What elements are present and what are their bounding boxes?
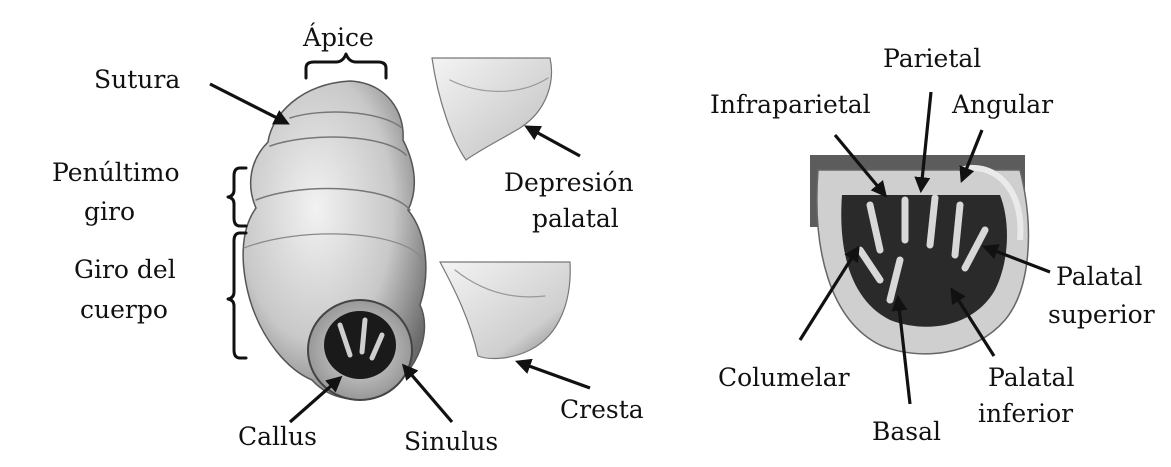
- aperture-closeup-image: [810, 155, 1028, 354]
- cresta-arrow: [518, 362, 590, 388]
- label-penultimo-2: giro: [84, 197, 135, 226]
- label-angular: Angular: [951, 90, 1053, 119]
- label-palatal-inferior-2: inferior: [978, 399, 1073, 428]
- depresion-arrow: [527, 127, 580, 156]
- sinulus-arrow: [404, 366, 452, 422]
- label-columelar: Columelar: [718, 363, 850, 392]
- label-depresion-1: Depresión: [504, 168, 634, 197]
- label-sinulus: Sinulus: [404, 427, 498, 456]
- label-cresta: Cresta: [560, 395, 644, 424]
- label-palatal-superior-1: Palatal: [1056, 262, 1142, 291]
- label-apice: Ápice: [302, 23, 374, 52]
- label-sutura: Sutura: [94, 65, 180, 94]
- label-giro-2: cuerpo: [80, 295, 168, 324]
- callus-arrow: [290, 378, 340, 422]
- label-infraparietal: Infraparietal: [710, 90, 871, 119]
- fragment-cresta-image: [440, 262, 570, 358]
- label-penultimo-1: Penúltimo: [52, 158, 180, 187]
- fragment-depresion-image: [432, 58, 551, 160]
- sutura-arrow: [210, 84, 287, 123]
- label-callus: Callus: [238, 422, 317, 451]
- penultimo-brace: [228, 168, 246, 226]
- label-giro-1: Giro del: [74, 255, 176, 284]
- label-palatal-inferior-1: Palatal: [988, 363, 1074, 392]
- label-parietal: Parietal: [883, 44, 981, 73]
- label-palatal-superior-2: superior: [1048, 300, 1155, 329]
- label-depresion-2: palatal: [532, 204, 619, 233]
- apice-brace: [306, 54, 386, 78]
- shell-image: [243, 81, 426, 400]
- label-basal: Basal: [872, 417, 941, 446]
